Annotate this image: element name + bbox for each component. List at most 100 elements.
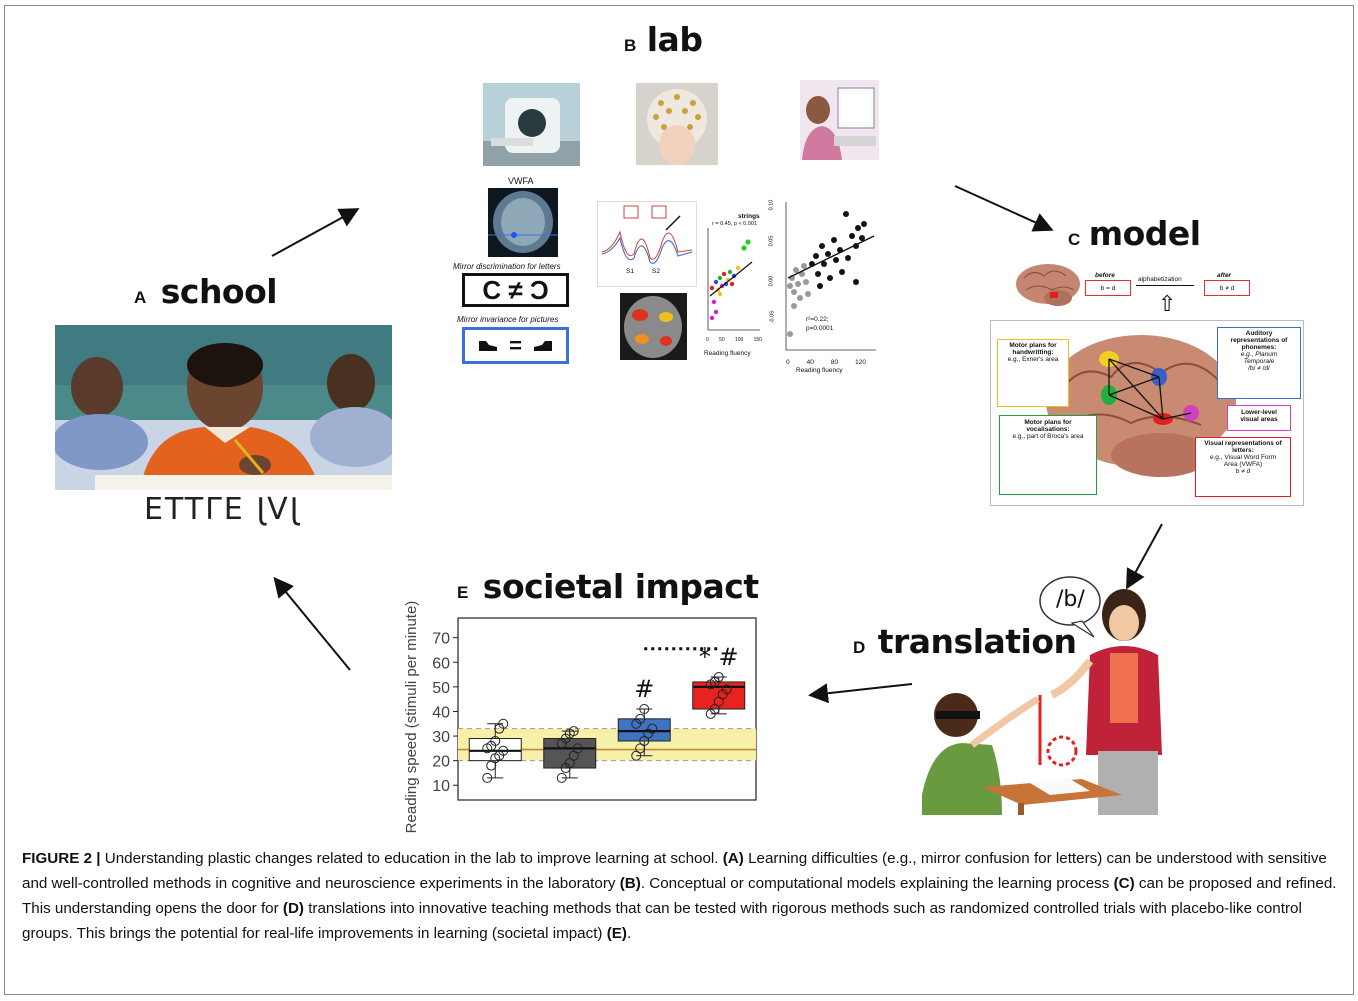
panel-d-title: translation: [877, 622, 1077, 661]
alphabetization-arrow: [1136, 285, 1194, 286]
vocalisation-line: Motor plans for: [1024, 419, 1072, 426]
arrow-e-to-a: [273, 576, 351, 671]
box-body: [468, 738, 522, 762]
auditory-line: Auditory: [1245, 330, 1273, 337]
visual-letters-line: e.g., Visual Word Form: [1209, 454, 1277, 461]
scatter2-xtick: 0: [786, 359, 790, 366]
panel-e-title: societal impact: [482, 567, 759, 606]
scatter2-xticks: 0 40 80 120: [786, 359, 866, 366]
panel-a-heading: A school: [134, 272, 278, 311]
scatter1-plot: [702, 228, 760, 336]
mirror-invariance-label: Mirror invariance for pictures: [457, 315, 559, 324]
up-arrow-icon: ⇧: [1158, 292, 1177, 317]
data-point: [498, 745, 509, 756]
after-box: b ≠ d: [1204, 280, 1250, 296]
vocalisation-line: e.g., part of Broca's area: [1012, 433, 1084, 440]
data-point: [556, 772, 567, 783]
y-tick-label: 40: [432, 704, 450, 721]
model-diagram: Motor plans for handwritting: e.g., Exne…: [990, 320, 1304, 506]
figure-label: FIGURE 2 |: [22, 850, 101, 867]
handwriting-line: Motor plans for: [1009, 342, 1057, 349]
caption-run: Understanding plastic changes related to…: [100, 850, 723, 867]
scatter2-stat-2: p=0.0001: [806, 325, 834, 332]
caption-run: translations into innovative teaching me…: [22, 900, 1302, 942]
caption-panel-ref: (D): [282, 900, 304, 917]
vwfa-brain-scan: [488, 188, 558, 257]
mirror-invariance-eq: =: [509, 332, 522, 358]
data-point: [490, 735, 501, 746]
caption-panel-ref: (B): [619, 875, 641, 892]
auditory-line: phonemes:: [1241, 344, 1277, 351]
before-box: b = d: [1085, 280, 1131, 296]
scatter1-stat: r = 0.45, p < 0.001: [712, 221, 757, 227]
computer-task-photo: [800, 80, 879, 160]
panel-c-title: model: [1088, 214, 1201, 253]
arrow-b-to-c: [954, 185, 1054, 232]
scatter2-plot: [772, 198, 878, 358]
scatter2-yticks: 0.10 0.05 0.00 -0.05: [766, 200, 776, 324]
mirror-discrimination-eq: C ≠ Ɔ: [482, 274, 549, 305]
figure-frame: [4, 5, 1354, 995]
auditory-line: e.g., Planum: [1240, 351, 1278, 358]
panel-c-letter: C: [1068, 230, 1081, 249]
scatter2-ytick: -0.05: [769, 310, 776, 324]
after-label: after: [1217, 272, 1232, 279]
scatter1-xtick: 100: [734, 337, 744, 343]
caption-panel-ref: (A): [722, 850, 744, 867]
scatter1-title: strings: [738, 213, 760, 220]
box-body: [617, 718, 671, 742]
before-label: before: [1095, 272, 1115, 279]
scatter1-xlabel: Reading fluency: [704, 350, 751, 357]
data-point: [482, 772, 493, 783]
y-tick-label: 60: [432, 655, 450, 672]
scatter1-xticks: 0 50 100 150: [706, 337, 762, 343]
mirror-invariance-box: =: [462, 327, 569, 364]
significance-marker: * #: [699, 643, 739, 671]
panel-e-heading: E societal impact: [457, 567, 759, 606]
eeg-cap-photo: [636, 83, 718, 165]
erp-waveform-plot: [597, 201, 697, 287]
y-tick-label: 10: [432, 778, 450, 795]
scatter1-xtick: 150: [753, 337, 762, 343]
arrow-a-to-b: [271, 208, 360, 257]
handwriting-box: Motor plans for handwritting: e.g., Exne…: [997, 339, 1069, 407]
data-point: [498, 718, 509, 729]
caption-text: Understanding plastic changes related to…: [22, 850, 1337, 942]
speech-bubble-text: /b/: [1056, 587, 1085, 612]
lower-visual-line: Lower-level: [1241, 409, 1277, 416]
scatter2-xtick: 40: [806, 359, 814, 366]
caption-run: can be proposed and refined. This unders…: [22, 875, 1337, 917]
lower-visual-box: Lower-level visual areas: [1227, 405, 1291, 431]
scatter2-xtick: 80: [830, 359, 839, 366]
fmri-brain-map: [620, 293, 687, 360]
mirror-discrimination-label: Mirror discrimination for letters: [453, 262, 561, 271]
scatter2-xlabel: Reading fluency: [796, 367, 843, 374]
visual-letters-box: Visual representations of letters: e.g.,…: [1195, 437, 1291, 497]
arrow-c-to-d: [1126, 523, 1163, 590]
data-point: [635, 713, 646, 724]
panel-b-letter: B: [624, 36, 637, 55]
data-point: [721, 684, 732, 695]
data-point: [568, 726, 579, 737]
panel-d-letter: D: [853, 638, 866, 657]
data-point: [639, 704, 650, 714]
caption-run: .: [626, 925, 632, 942]
auditory-line: /b/ ≠ /d/: [1248, 365, 1270, 372]
y-tick-label: 30: [432, 729, 450, 746]
scatter1-xtick: 50: [719, 337, 725, 343]
data-point: [647, 723, 658, 734]
scatter1-xtick: 0: [706, 337, 709, 343]
panel-c-heading: C model: [1068, 214, 1201, 253]
figure-caption: FIGURE 2 | Understanding plastic changes…: [22, 846, 1340, 946]
data-point: [572, 743, 583, 754]
panel-d-heading: D translation: [853, 622, 1077, 661]
panel-a-title: school: [160, 272, 278, 311]
significance-marker: #: [634, 675, 654, 703]
panel-b-heading: B lab: [624, 20, 703, 59]
shoe-icon: [479, 340, 498, 351]
visual-letters-line: letters:: [1232, 447, 1254, 454]
handwriting-line: handwritting:: [1012, 349, 1054, 356]
data-point: [713, 672, 724, 683]
visual-letters-line: b ≠ d: [1235, 468, 1251, 475]
scatter2-xtick: 120: [855, 359, 866, 366]
